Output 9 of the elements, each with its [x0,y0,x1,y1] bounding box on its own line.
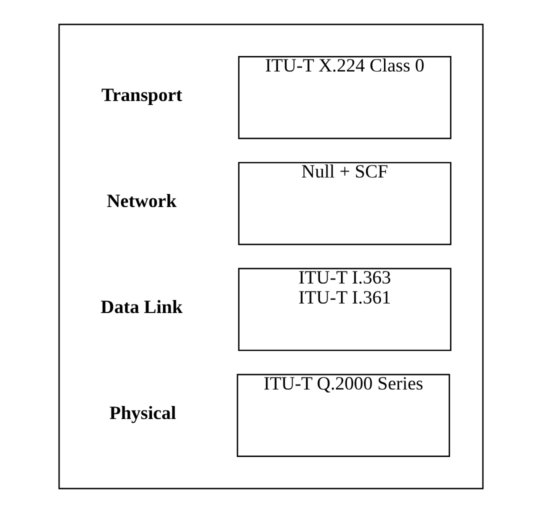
node-label: Network [106,191,177,212]
node-box: ITU-T X.224 Class 0 [238,56,452,140]
node-label: Physical [109,403,176,424]
node-box: ITU-T Q.2000 Series [236,374,450,457]
cluster [58,24,484,490]
node-label: Data Link [100,297,183,318]
node-label: Transport [101,85,182,106]
node-box: Null + SCF [238,162,452,246]
node-box: ITU-T I.363 ITU-T I.361 [238,268,452,352]
